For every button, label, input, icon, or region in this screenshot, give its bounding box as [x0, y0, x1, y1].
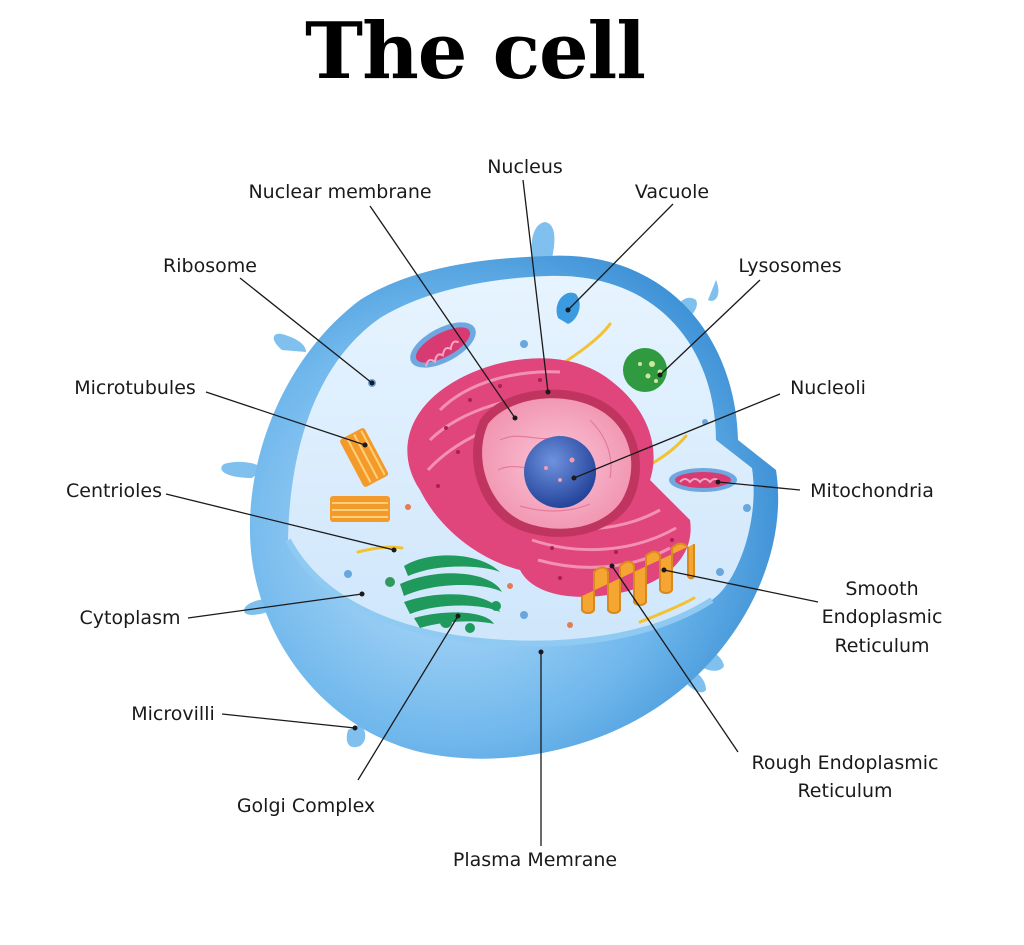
leader-microtubules — [205, 391, 366, 446]
mitochondrion-right-shape — [669, 468, 737, 492]
label-mitochondria: Mitochondria — [810, 480, 934, 502]
microtubules-shape — [330, 428, 390, 522]
leader-nuclear-membrane — [369, 205, 516, 419]
cytoplasm-granules — [344, 340, 751, 628]
leader-lysosomes — [659, 279, 761, 376]
leader-ribosome — [239, 277, 373, 384]
leader-lines — [165, 179, 819, 846]
leader-mitochondria — [717, 481, 801, 491]
leader-smooth-er — [663, 569, 819, 603]
mitochondrion-top-shape — [410, 322, 476, 368]
leader-vacuole — [567, 203, 674, 311]
label-ribosome: Ribosome — [163, 255, 257, 277]
label-smooth-er-3: Reticulum — [834, 635, 929, 657]
diagram-title: The cell — [305, 6, 646, 97]
leader-cytoplasm — [187, 593, 363, 619]
labels: Nucleus Nuclear membrane Vacuole Ribosom… — [66, 156, 942, 871]
label-rough-er-1: Rough Endoplasmic — [751, 752, 938, 774]
lysosome-shape — [623, 348, 667, 392]
leader-nucleoli — [573, 393, 781, 479]
label-microtubules: Microtubules — [74, 377, 196, 399]
nucleus-shape — [473, 389, 640, 537]
label-rough-er-2: Reticulum — [797, 780, 892, 802]
label-cytoplasm: Cytoplasm — [80, 607, 181, 629]
label-plasma-membrane: Plasma Memrane — [453, 849, 617, 871]
label-centrioles: Centrioles — [66, 480, 162, 502]
golgi-shape — [400, 555, 502, 633]
leader-centrioles — [165, 493, 395, 551]
label-lysosomes: Lysosomes — [738, 255, 841, 277]
leader-rough-er — [611, 565, 739, 753]
label-nucleoli: Nucleoli — [790, 377, 866, 399]
leader-nucleus — [522, 179, 549, 393]
label-vacuole: Vacuole — [635, 181, 709, 203]
label-nuclear-membrane: Nuclear membrane — [248, 181, 431, 203]
leader-golgi — [357, 615, 459, 781]
label-smooth-er-1: Smooth — [845, 578, 918, 600]
label-golgi-complex: Golgi Complex — [237, 795, 375, 817]
label-microvilli: Microvilli — [131, 703, 215, 725]
label-smooth-er-2: Endoplasmic — [822, 606, 943, 628]
label-nucleus: Nucleus — [487, 156, 563, 178]
leader-microvilli — [221, 713, 356, 729]
cytoskeleton-strands — [356, 322, 696, 624]
smooth-er-shape — [581, 542, 695, 614]
